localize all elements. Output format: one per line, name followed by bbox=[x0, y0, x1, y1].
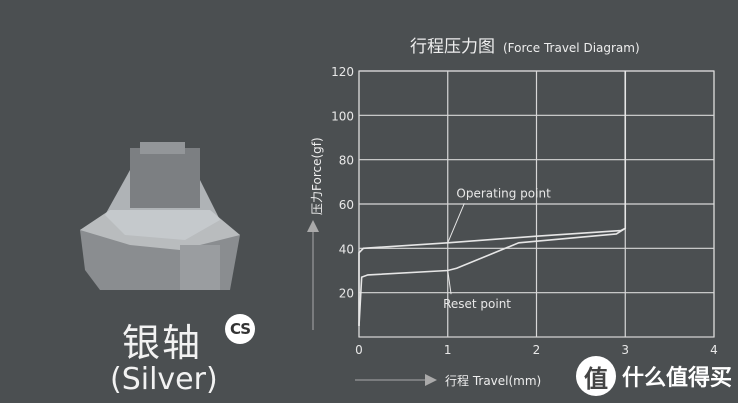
annotation-label: Reset point bbox=[443, 297, 511, 311]
switch-image bbox=[80, 142, 240, 290]
x-axis-label: 行程 Travel(mm) bbox=[445, 373, 541, 388]
watermark-text: 什么值得买 bbox=[622, 366, 733, 391]
y-tick-label: 80 bbox=[339, 154, 354, 168]
x-tick-label: 4 bbox=[710, 343, 718, 357]
y-axis-arrow-icon bbox=[307, 220, 319, 232]
x-tick-label: 3 bbox=[621, 343, 629, 357]
y-tick-label: 100 bbox=[331, 109, 354, 123]
annotation-leader bbox=[447, 203, 465, 243]
x-axis-arrow-icon bbox=[425, 374, 437, 386]
y-axis-label: 压力Force(gf) bbox=[310, 137, 324, 215]
chart-title-en: (Force Travel Diagram) bbox=[503, 41, 640, 55]
watermark: 值 什么值得买 bbox=[576, 356, 732, 396]
y-tick-label: 120 bbox=[331, 65, 354, 79]
x-tick-label: 0 bbox=[355, 343, 363, 357]
y-tick-label: 40 bbox=[339, 242, 354, 256]
series-line-release bbox=[358, 227, 626, 326]
cs-badge: CS bbox=[225, 314, 255, 344]
y-tick-label: 20 bbox=[339, 287, 354, 301]
annotation-label: Operating point bbox=[456, 186, 551, 200]
chart-title: 行程压力图 bbox=[410, 37, 495, 57]
switch-name-en: (Silver) bbox=[110, 362, 218, 397]
watermark-logo-icon: 值 bbox=[576, 356, 616, 396]
switch-name-cn: 银轴 bbox=[122, 321, 203, 365]
annotation-leader bbox=[447, 270, 452, 295]
y-tick-label: 60 bbox=[339, 198, 354, 212]
x-tick-label: 1 bbox=[444, 343, 452, 357]
x-tick-label: 2 bbox=[533, 343, 541, 357]
